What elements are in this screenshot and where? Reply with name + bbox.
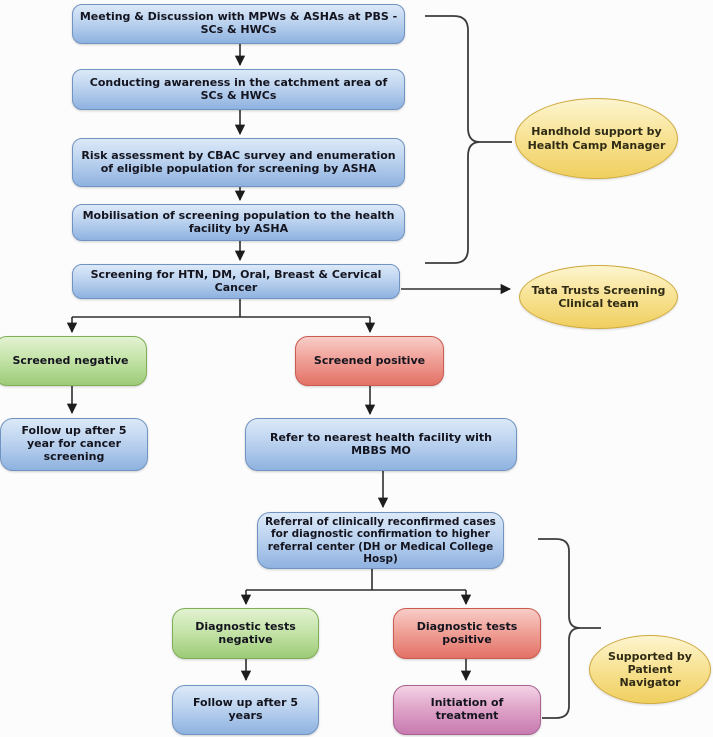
node-refer-mbbs-mo: Refer to nearest health facility with MB… (245, 418, 517, 471)
annotation-patient-navigator: Supported by Patient Navigator (589, 635, 711, 704)
node-screened-negative: Screened negative (0, 336, 147, 386)
annotation-tata-trusts-team: Tata Trusts Screening Clinical team (519, 265, 678, 329)
node-diagnostic-negative: Diagnostic tests negative (172, 608, 319, 659)
node-followup-5-years: Follow up after 5 years (172, 685, 319, 735)
node-referral-higher-center: Referral of clinically reconfirmed cases… (257, 512, 504, 569)
node-mobilisation: Mobilisation of screening population to … (72, 204, 405, 241)
node-followup-cancer-screening: Follow up after 5 year for cancer screen… (0, 418, 148, 471)
node-initiation-treatment: Initiation of treatment (393, 685, 541, 735)
node-screened-positive: Screened positive (295, 336, 444, 386)
connector-referral-split (246, 569, 466, 591)
node-meeting-discussion: Meeting & Discussion with MPWs & ASHAs a… (72, 4, 405, 44)
brace-navigator-support (538, 538, 581, 719)
node-diagnostic-positive: Diagnostic tests positive (393, 608, 541, 659)
node-risk-assessment: Risk assessment by CBAC survey and enume… (72, 138, 405, 187)
node-awareness: Conducting awareness in the catchment ar… (72, 69, 405, 110)
connector-screening-split (72, 299, 370, 318)
node-screening: Screening for HTN, DM, Oral, Breast & Ce… (72, 264, 400, 299)
brace-handhold-support (425, 15, 481, 264)
annotation-handhold-support: Handhold support by Health Camp Manager (515, 98, 678, 179)
